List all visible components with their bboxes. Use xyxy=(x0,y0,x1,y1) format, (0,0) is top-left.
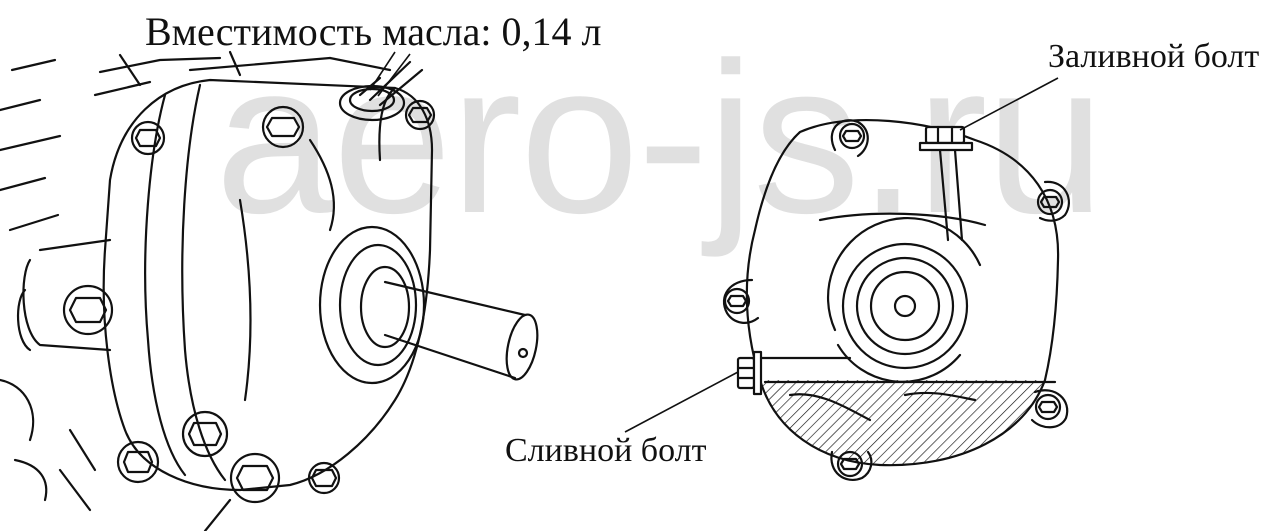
drain-bolt-perspective xyxy=(203,452,281,531)
bottom-bolt-2 xyxy=(181,410,229,458)
cover-bearing-rings xyxy=(827,217,982,383)
capacity-pointer xyxy=(369,51,411,97)
output-bearing xyxy=(318,225,426,385)
drain-bolt xyxy=(736,350,852,396)
cover-ear-bottom-right xyxy=(1030,389,1069,429)
cover-ear-top-left xyxy=(830,119,869,158)
fill-bolt-label: Заливной болт xyxy=(1048,38,1260,75)
cover-outline xyxy=(745,119,1060,467)
fill-bolt xyxy=(918,125,974,152)
oil-capacity-label: Вместимость масла: 0,14 л xyxy=(145,9,602,54)
bottom-bolt-1 xyxy=(116,440,160,484)
drain-bolt-leader xyxy=(624,371,739,433)
housing-outline xyxy=(102,78,434,492)
top-bolt-center xyxy=(261,105,305,149)
output-shaft xyxy=(383,280,539,381)
cover-ear-right xyxy=(1036,180,1071,222)
fill-bolt-leader xyxy=(959,77,1059,131)
drain-bolt-label: Сливной болт xyxy=(505,432,707,469)
leader-lines xyxy=(624,77,1059,433)
engine-block-lines xyxy=(0,50,392,512)
top-bolt-right xyxy=(404,99,436,131)
gearbox-perspective-drawing xyxy=(0,50,539,531)
cover-ear-left xyxy=(722,278,760,324)
fill-plug-top xyxy=(338,60,424,122)
gearbox-side-view xyxy=(722,119,1071,481)
side-bolt-left xyxy=(62,284,114,336)
bottom-bolt-4 xyxy=(307,461,341,495)
cover-ear-bottom xyxy=(830,450,873,481)
top-bolt-left xyxy=(130,120,166,156)
